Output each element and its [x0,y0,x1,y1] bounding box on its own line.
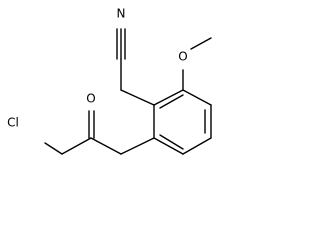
atom-label-carbonyl-oxygen: O [86,92,95,106]
atom-bg-methoxy-oxygen [176,49,190,64]
ring-double-top-left [159,94,184,109]
ring-bond-bottom-left [153,137,184,155]
atom-label-nitrogen: N [117,7,126,21]
bond-ring-ch2 [120,89,155,106]
atom-label-methoxy-oxygen: O [178,50,187,64]
ring-double-bottom-left [159,134,184,150]
bond-ring-side-ch2 [120,137,155,155]
bonds [44,28,212,155]
atom-bg-nitrogen [114,7,128,21]
bond-ch2-cl [44,142,63,155]
ring-bond-bottom-right [182,137,212,155]
bond-side-ch2-carbonyl [90,137,122,155]
bond-methoxy-o-methyl [190,37,212,50]
atom-labels: N O O Cl [2,7,190,131]
bond-carbonyl-ch2cl [61,137,92,155]
chemical-structure-diagram: N O O Cl [2,6,212,155]
atom-bg-chlorine [2,116,24,131]
atom-label-chlorine: Cl [7,116,19,130]
atom-bg-carbonyl-oxygen [84,92,98,107]
ring-bond-top-left [153,89,184,106]
ring-bond-top-right [182,89,212,106]
